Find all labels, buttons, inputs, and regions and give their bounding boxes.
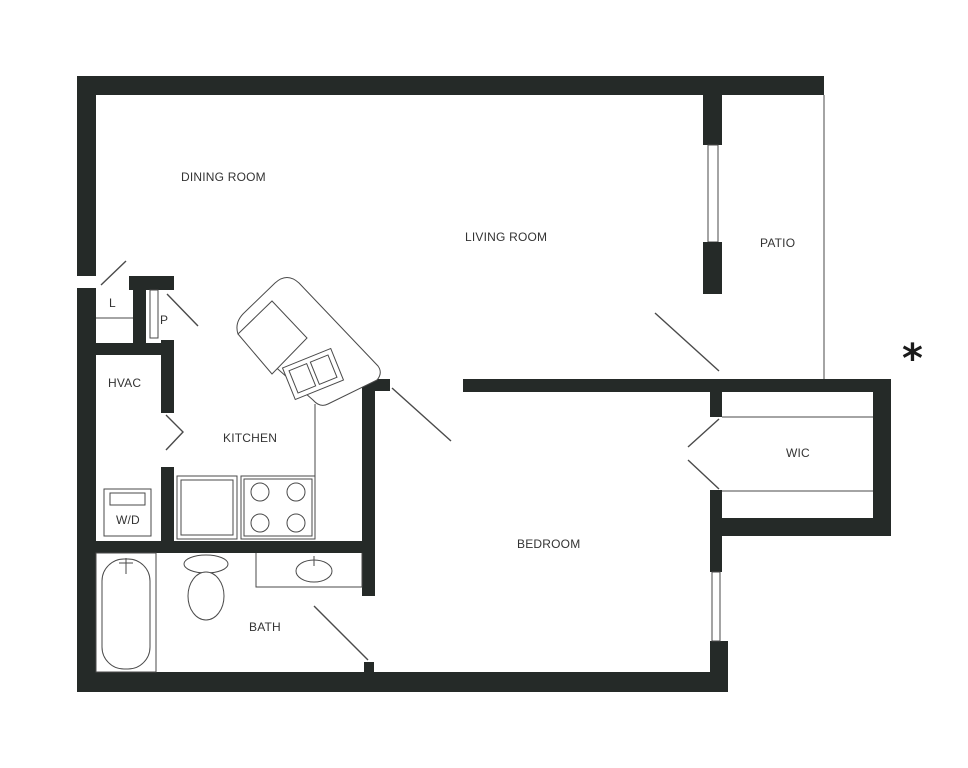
bathtub-basin: [101, 558, 151, 670]
window-bedroom: [711, 571, 721, 642]
kitchen-fixtures: [103, 277, 381, 540]
wall-bath-right: [362, 541, 375, 596]
wall-wic-right: [873, 379, 891, 536]
entry-door[interactable]: [100, 260, 127, 286]
wall-pier-top: [703, 95, 722, 145]
toilet-tank: [183, 554, 229, 574]
bedroom-door[interactable]: [391, 387, 452, 442]
kitchen-sink-right-bowl: [309, 354, 338, 386]
bedroom-walls: [362, 379, 891, 642]
washer-dryer-panel: [109, 492, 146, 506]
wall-closet-divider: [133, 276, 146, 343]
burner-2: [286, 482, 306, 502]
exterior-walls: [77, 76, 824, 692]
label-patio: PATIO: [760, 236, 795, 250]
window-living-patio: [707, 144, 719, 243]
wall-bedroom-right-lower: [710, 641, 728, 692]
bath-door[interactable]: [313, 605, 369, 661]
asterisk-marker: *: [902, 336, 923, 382]
label-bath: BATH: [249, 620, 281, 634]
hvac-bifold-door[interactable]: [165, 414, 184, 451]
utility-closets: [96, 276, 174, 541]
kitchen-sink-left-bowl: [288, 362, 317, 394]
wall-wic-post: [710, 379, 722, 417]
burner-4: [286, 513, 306, 533]
label-dining-room: DINING ROOM: [181, 170, 266, 184]
wall-hvac-right-lower: [161, 467, 174, 541]
label-hvac: HVAC: [108, 376, 141, 390]
wall-living-bedroom: [463, 379, 891, 392]
wall-bath-door-stop: [364, 662, 374, 672]
island-counter-inset: [237, 300, 308, 375]
wall-pier-bottom: [703, 242, 722, 294]
toilet-bowl: [187, 571, 225, 621]
label-washer-dryer: W/D: [116, 513, 140, 527]
wall-hvac-right: [161, 340, 174, 413]
wic-door-bottom[interactable]: [687, 459, 720, 490]
bath-fixtures: [95, 552, 363, 673]
bath-walls: [96, 541, 375, 672]
wall-left-lower: [77, 288, 96, 692]
refrigerator-inner: [180, 479, 234, 536]
patio-divide: [703, 95, 825, 379]
wall-left-upper: [77, 76, 96, 276]
label-walk-in-closet: WIC: [786, 446, 810, 460]
room-labels: DINING ROOM LIVING ROOM PATIO L P HVAC K…: [108, 170, 810, 634]
pantry-door[interactable]: [166, 293, 199, 327]
wall-closet-bottom: [96, 343, 174, 355]
burner-3: [250, 513, 270, 533]
label-bedroom: BEDROOM: [517, 537, 580, 551]
wall-bedroom-right-upper: [710, 490, 722, 572]
label-kitchen: KITCHEN: [223, 431, 277, 445]
wall-wic-bottom: [722, 518, 891, 536]
pantry-shelf: [149, 289, 159, 339]
wall-bath-top: [96, 541, 375, 553]
wic-door-top[interactable]: [687, 418, 720, 448]
label-laundry-closet: L: [109, 296, 116, 310]
wall-top: [77, 76, 824, 95]
label-pantry: P: [160, 313, 168, 327]
label-living-room: LIVING ROOM: [465, 230, 547, 244]
patio-door[interactable]: [654, 312, 720, 372]
doors: [100, 260, 720, 661]
burner-1: [250, 482, 270, 502]
wall-bottom: [77, 672, 728, 692]
